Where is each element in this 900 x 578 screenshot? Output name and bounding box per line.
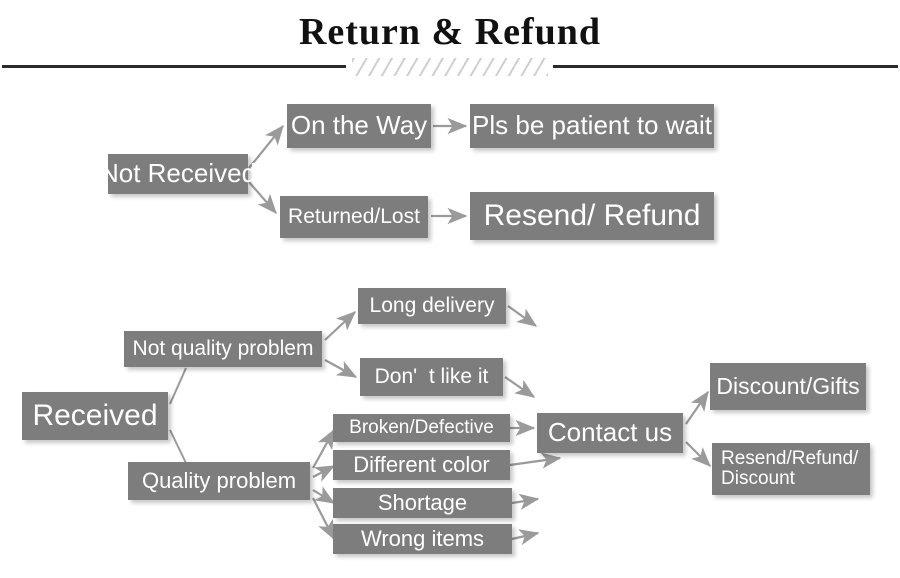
node-wrong-items[interactable]: Wrong items: [333, 524, 512, 554]
node-quality-problem[interactable]: Quality problem: [128, 462, 310, 500]
node-returned-lost[interactable]: Returned/Lost: [280, 196, 428, 238]
divider-rule-right: [553, 65, 898, 68]
node-contact-us[interactable]: Contact us: [537, 413, 683, 453]
node-shortage[interactable]: Shortage: [333, 488, 512, 518]
node-long-delivery[interactable]: Long delivery: [358, 288, 506, 324]
node-different-color[interactable]: Different color: [333, 450, 510, 480]
node-discount-gifts[interactable]: Discount/Gifts: [710, 363, 866, 410]
node-not-received[interactable]: Not Received: [100, 154, 256, 194]
node-pls-be-patient-to-wait[interactable]: Pls be patient to wait: [470, 104, 714, 148]
page-title: Return & Refund: [298, 11, 602, 53]
node-resend-refund[interactable]: Resend/ Refund: [470, 192, 714, 240]
node-dont-like-it[interactable]: Don' t like it: [360, 358, 503, 396]
divider-hatch-icon: [352, 58, 548, 76]
node-not-quality-problem[interactable]: Not quality problem: [124, 331, 322, 367]
divider-rule-left: [2, 65, 346, 68]
node-received[interactable]: Received: [22, 392, 168, 440]
node-broken-defective[interactable]: Broken/Defective: [333, 414, 510, 442]
node-resend-refund-discount[interactable]: Resend/Refund/ Discount: [712, 443, 870, 495]
node-on-the-way[interactable]: On the Way: [287, 104, 431, 148]
